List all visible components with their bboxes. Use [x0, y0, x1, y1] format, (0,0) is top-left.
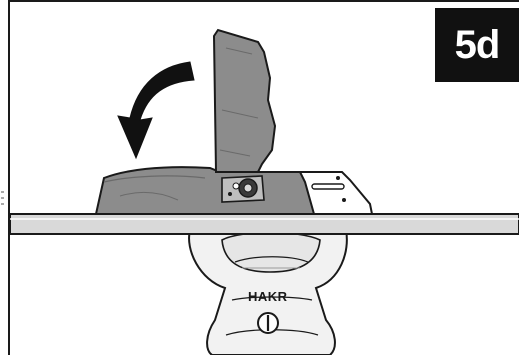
brand-logo-text: HAKR [248, 289, 288, 304]
edge-tick-marks [1, 192, 4, 204]
blade [214, 30, 275, 172]
step-number-label: 5d [455, 23, 500, 68]
step-number-badge: 5d [435, 8, 519, 82]
screw-icon [258, 313, 278, 333]
guide-rail [10, 214, 519, 234]
curved-arrow-counterclockwise-icon [118, 62, 194, 158]
locking-knob-icon[interactable] [222, 176, 264, 202]
blade-housing [96, 167, 330, 214]
